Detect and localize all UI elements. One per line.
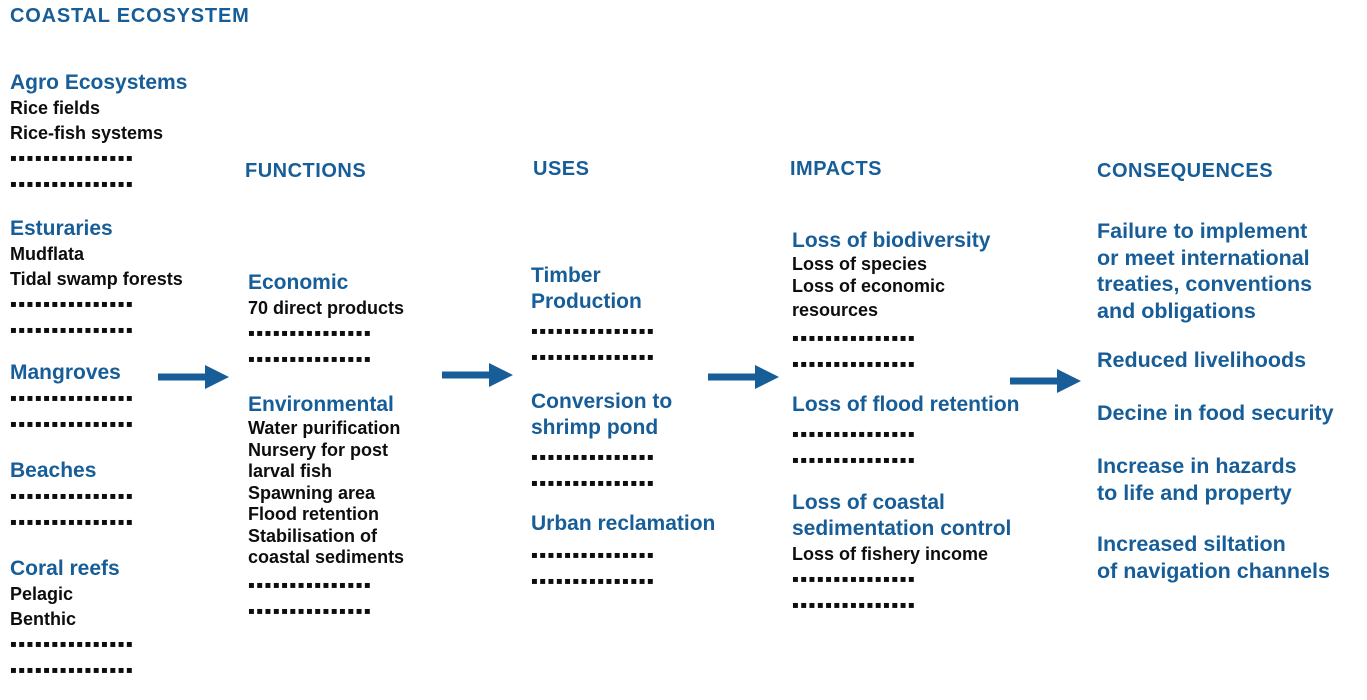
impact-group-sedimentation-control: Loss of coastal sedimentation control Lo… [792, 490, 1011, 619]
function-item: Nursery for post [248, 439, 389, 460]
page-title: COASTAL ECOSYSTEM [10, 5, 250, 27]
column-header-impacts: IMPACTS [790, 158, 883, 180]
dotted-line: ▪▪▪▪▪▪▪▪▪▪▪▪▪▪▪ [10, 491, 135, 502]
function-item: Flood retention [248, 504, 379, 524]
dotted-line: ▪▪▪▪▪▪▪▪▪▪▪▪▪▪▪ [792, 332, 917, 344]
ecosystem-group-title: Esturaries [10, 217, 113, 240]
function-item: Stabilisation of [248, 525, 378, 546]
dotted-line: ▪▪▪▪▪▪▪▪▪▪▪▪▪▪▪ [531, 326, 656, 337]
impact-group-title-line: Loss of biodiversity [792, 229, 991, 252]
ecosystem-group-beaches: Beaches ▪▪▪▪▪▪▪▪▪▪▪▪▪▪▪ ▪▪▪▪▪▪▪▪▪▪▪▪▪▪▪ [10, 458, 134, 536]
ecosystem-item: Rice-fish systems [10, 123, 164, 143]
ecosystem-group-title: Coral reefs [10, 557, 120, 580]
dotted-line: ▪▪▪▪▪▪▪▪▪▪▪▪▪▪▪ [531, 352, 656, 363]
dotted-line: ▪▪▪▪▪▪▪▪▪▪▪▪▪▪▪ [10, 517, 135, 528]
consequence-line: or meet international [1097, 245, 1310, 270]
consequence-item-treaties: Failure to implement or meet internation… [1097, 218, 1312, 324]
dotted-line: ▪▪▪▪▪▪▪▪▪▪▪▪▪▪▪ [10, 325, 135, 336]
dotted-line: ▪▪▪▪▪▪▪▪▪▪▪▪▪▪▪ [10, 153, 135, 164]
ecosystem-group-coral-reefs: Coral reefs Pelagic Benthic ▪▪▪▪▪▪▪▪▪▪▪▪… [10, 556, 134, 684]
function-item: Spawning area [248, 482, 376, 503]
use-group-title-line: Production [531, 290, 642, 313]
consequence-line: Decine in food security [1097, 401, 1334, 425]
impact-item: resources [792, 300, 879, 320]
flow-arrow-icon [1010, 367, 1082, 395]
dotted-line: ▪▪▪▪▪▪▪▪▪▪▪▪▪▪▪ [10, 299, 135, 310]
ecosystem-group-mangroves: Mangroves ▪▪▪▪▪▪▪▪▪▪▪▪▪▪▪ ▪▪▪▪▪▪▪▪▪▪▪▪▪▪… [10, 360, 134, 438]
consequence-line: to life and property [1097, 480, 1292, 505]
dotted-line: ▪▪▪▪▪▪▪▪▪▪▪▪▪▪▪ [792, 429, 917, 440]
function-group-economic: Economic 70 direct products ▪▪▪▪▪▪▪▪▪▪▪▪… [248, 270, 404, 373]
column-header-consequences: CONSEQUENCES [1097, 160, 1274, 182]
dotted-line: ▪▪▪▪▪▪▪▪▪▪▪▪▪▪▪ [531, 550, 656, 561]
dotted-line: ▪▪▪▪▪▪▪▪▪▪▪▪▪▪▪ [531, 452, 656, 463]
ecosystem-item: Rice fields [10, 98, 101, 118]
impact-group-title-line: Loss of coastal [792, 491, 945, 514]
use-group-title-line: Urban reclamation [531, 512, 716, 535]
impact-group-flood-retention: Loss of flood retention ▪▪▪▪▪▪▪▪▪▪▪▪▪▪▪ … [792, 392, 1019, 474]
dotted-line: ▪▪▪▪▪▪▪▪▪▪▪▪▪▪▪ [792, 574, 917, 585]
dotted-line: ▪▪▪▪▪▪▪▪▪▪▪▪▪▪▪ [10, 665, 135, 676]
consequence-line: of navigation channels [1097, 558, 1330, 583]
impact-item: Loss of fishery income [792, 544, 989, 564]
ecosystem-item: Benthic [10, 609, 77, 629]
dotted-line: ▪▪▪▪▪▪▪▪▪▪▪▪▪▪▪ [248, 354, 373, 365]
flow-arrow-icon [442, 361, 514, 389]
consequence-line: Increased siltation [1097, 532, 1286, 556]
function-item: larval fish [248, 461, 333, 481]
dotted-line: ▪▪▪▪▪▪▪▪▪▪▪▪▪▪▪ [792, 600, 917, 611]
dotted-line: ▪▪▪▪▪▪▪▪▪▪▪▪▪▪▪ [248, 579, 373, 591]
use-group-title-line: Conversion to [531, 390, 673, 413]
consequence-line: and obligations [1097, 298, 1256, 323]
consequence-item-siltation: Increased siltation of navigation channe… [1097, 531, 1330, 584]
dotted-line: ▪▪▪▪▪▪▪▪▪▪▪▪▪▪▪ [531, 478, 656, 489]
dotted-line: ▪▪▪▪▪▪▪▪▪▪▪▪▪▪▪ [10, 393, 135, 404]
function-group-title: Environmental [248, 393, 394, 416]
column-header-functions: FUNCTIONS [245, 160, 367, 182]
use-group-timber-production: Timber Production ▪▪▪▪▪▪▪▪▪▪▪▪▪▪▪ ▪▪▪▪▪▪… [531, 263, 655, 371]
consequence-item-livelihoods: Reduced livelihoods [1097, 347, 1306, 374]
consequence-line: treaties, conventions [1097, 272, 1313, 296]
consequence-line: Increase in hazards [1097, 454, 1297, 478]
flow-arrow-icon [158, 363, 230, 391]
dotted-line: ▪▪▪▪▪▪▪▪▪▪▪▪▪▪▪ [248, 328, 373, 339]
ecosystem-group-estuaries: Esturaries Mudflata Tidal swamp forests … [10, 216, 183, 344]
dotted-line: ▪▪▪▪▪▪▪▪▪▪▪▪▪▪▪ [10, 639, 135, 650]
function-item: coastal sediments [248, 547, 405, 567]
function-group-title: Economic [248, 271, 349, 294]
use-group-urban-reclamation: Urban reclamation ▪▪▪▪▪▪▪▪▪▪▪▪▪▪▪ ▪▪▪▪▪▪… [531, 511, 715, 595]
function-item: 70 direct products [248, 298, 405, 318]
ecosystem-item: Tidal swamp forests [10, 269, 183, 289]
ecosystem-item: Pelagic [10, 584, 74, 604]
impact-group-title-line: Loss of flood retention [792, 393, 1020, 416]
dotted-line: ▪▪▪▪▪▪▪▪▪▪▪▪▪▪▪ [248, 605, 373, 617]
ecosystem-group-title: Agro Ecosystems [10, 71, 188, 94]
use-group-title-line: Timber [531, 264, 601, 287]
use-group-title-line: shrimp pond [531, 416, 659, 439]
flow-arrow-icon [708, 363, 780, 391]
impact-group-biodiversity: Loss of biodiversity Loss of species Los… [792, 228, 990, 378]
function-item: Water purification [248, 418, 401, 438]
impact-group-title-line: sedimentation control [792, 517, 1012, 540]
use-group-shrimp-pond: Conversion to shrimp pond ▪▪▪▪▪▪▪▪▪▪▪▪▪▪… [531, 389, 672, 497]
consequence-line: Failure to implement [1097, 219, 1308, 243]
consequence-item-food-security: Decine in food security [1097, 400, 1334, 427]
dotted-line: ▪▪▪▪▪▪▪▪▪▪▪▪▪▪▪ [10, 419, 135, 430]
dotted-line: ▪▪▪▪▪▪▪▪▪▪▪▪▪▪▪ [792, 358, 917, 370]
dotted-line: ▪▪▪▪▪▪▪▪▪▪▪▪▪▪▪ [792, 455, 917, 466]
impact-item: Loss of economic [792, 275, 946, 296]
ecosystem-item: Mudflata [10, 244, 84, 264]
ecosystem-group-title: Mangroves [10, 361, 121, 384]
ecosystem-group-title: Beaches [10, 459, 97, 482]
column-header-uses: USES [533, 158, 590, 180]
dotted-line: ▪▪▪▪▪▪▪▪▪▪▪▪▪▪▪ [10, 179, 135, 190]
dotted-line: ▪▪▪▪▪▪▪▪▪▪▪▪▪▪▪ [531, 576, 656, 587]
impact-item: Loss of species [792, 254, 928, 274]
function-group-environmental: Environmental Water purification Nursery… [248, 392, 404, 625]
consequence-item-hazards: Increase in hazards to life and property [1097, 453, 1297, 506]
consequence-line: Reduced livelihoods [1097, 348, 1307, 372]
ecosystem-group-agro: Agro Ecosystems Rice fields Rice-fish sy… [10, 70, 187, 198]
